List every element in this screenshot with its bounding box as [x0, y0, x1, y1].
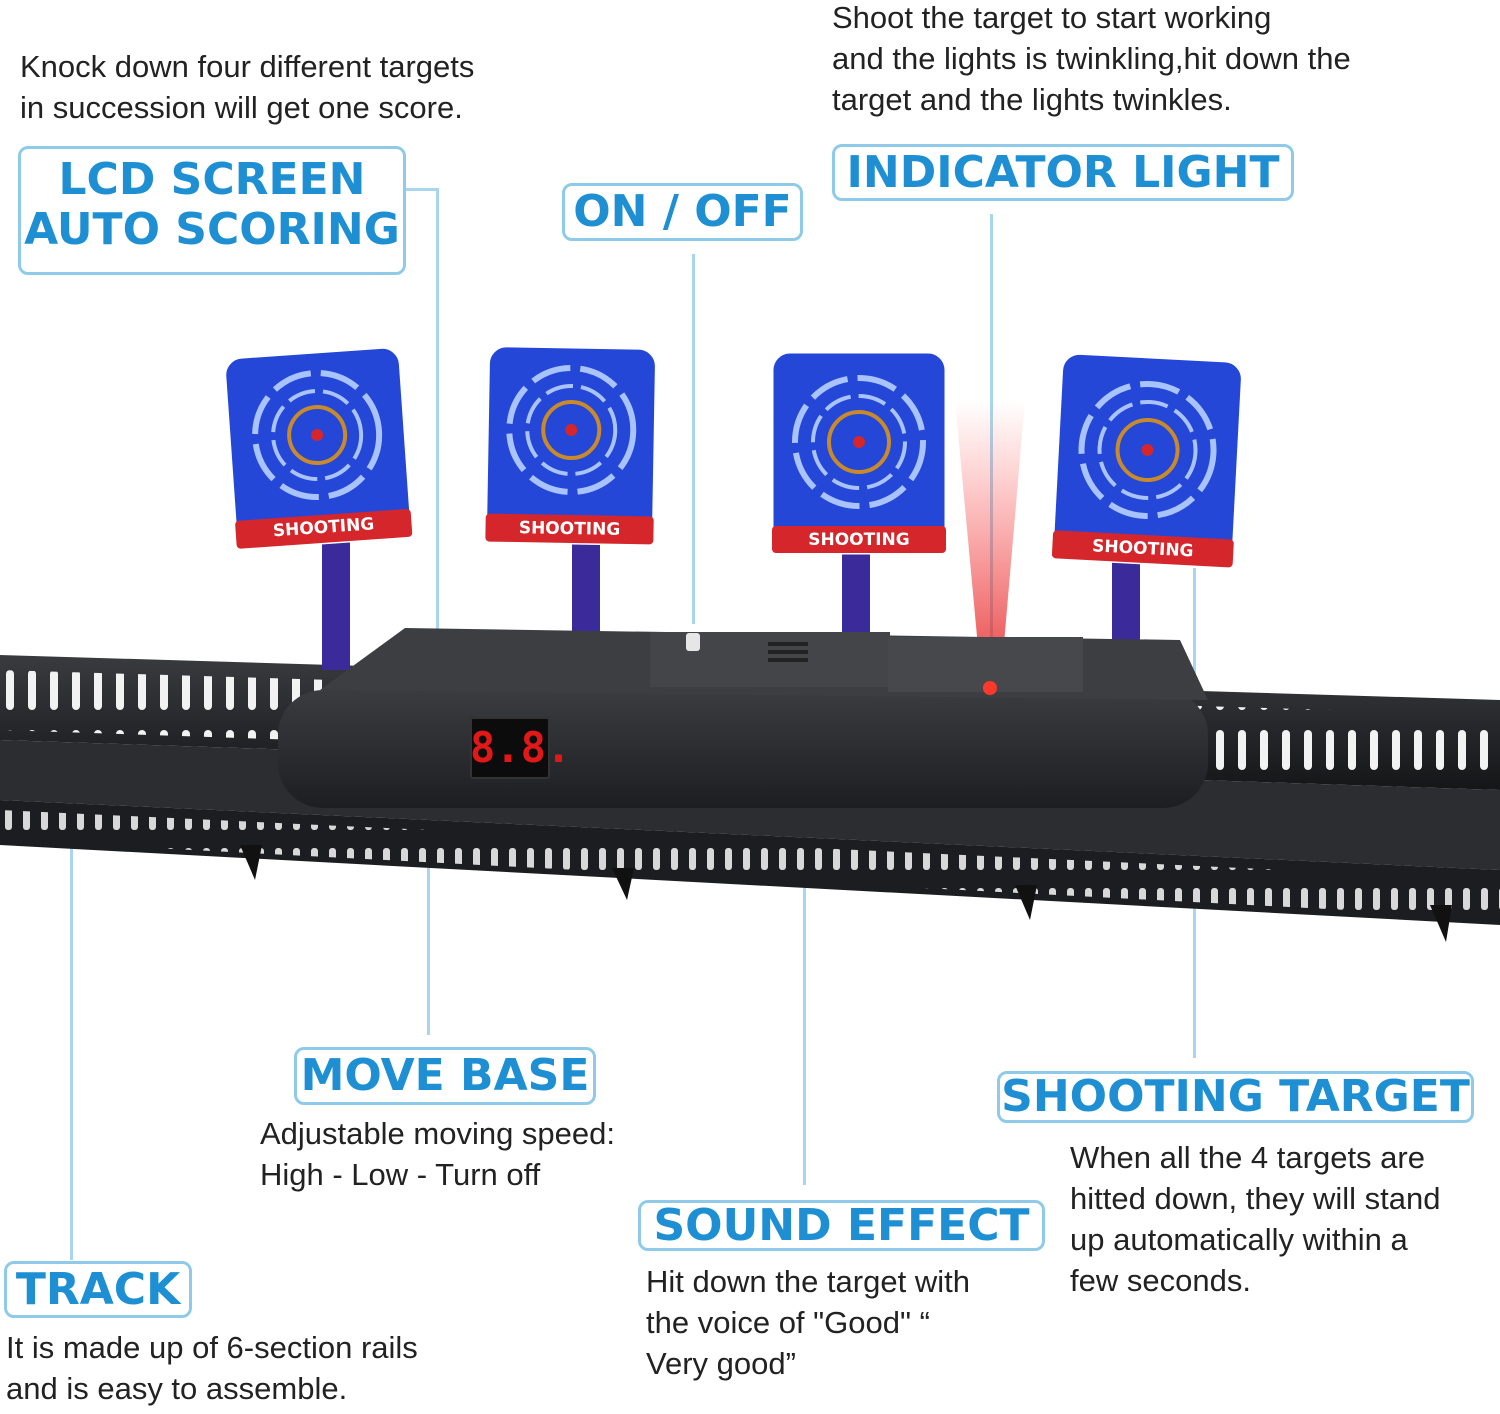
lcd-description: Knock down four different targets in suc… — [20, 49, 475, 125]
move-base-description: Adjustable moving speed: High - Low - Tu… — [260, 1116, 616, 1192]
shooting-target-3[interactable]: SHOOTING — [770, 350, 948, 555]
indicator-beam — [955, 400, 1025, 690]
move-base-body — [278, 628, 1208, 808]
target-label: SHOOTING — [518, 518, 621, 540]
sound-connector — [803, 655, 806, 1185]
shooting-target-4[interactable]: SHOOTING — [1050, 350, 1246, 569]
shooting-target-1[interactable]: SHOOTING — [221, 344, 414, 551]
shooting-target-label: SHOOTING TARGET — [997, 1071, 1474, 1123]
target-face-icon — [223, 345, 413, 550]
target-face-icon — [484, 344, 658, 546]
indicator-light-label: INDICATOR LIGHT — [832, 144, 1294, 201]
shooting-target-2[interactable]: SHOOTING — [483, 344, 658, 547]
track-label: TRACK — [4, 1261, 192, 1318]
indicator-led — [983, 681, 997, 695]
shooting-target-description: When all the 4 targets are hitted down, … — [1070, 1140, 1441, 1298]
move-base-connector — [427, 815, 430, 1035]
indicator-description: Shoot the target to start working and th… — [832, 0, 1351, 117]
lcd-screen-label: LCD SCREEN AUTO SCORING — [18, 146, 406, 275]
track-description: It is made up of 6-section rails and is … — [6, 1330, 418, 1406]
track-connector — [70, 845, 73, 1260]
lcd-connector-h — [405, 188, 437, 191]
target-face-icon — [770, 350, 948, 555]
target-face-icon — [1051, 351, 1244, 569]
lcd-score: 8.8. — [470, 723, 572, 772]
sound-effect-label: SOUND EFFECT — [638, 1200, 1045, 1251]
move-base-label: MOVE BASE — [294, 1047, 596, 1105]
lcd-connector-v — [436, 188, 439, 735]
on-off-label: ON / OFF — [562, 183, 803, 241]
sound-effect-description: Hit down the target with the voice of "G… — [646, 1264, 970, 1381]
lcd-display: 8.8. — [470, 717, 572, 779]
on-off-connector — [692, 254, 695, 624]
power-switch[interactable] — [686, 633, 700, 651]
target-label: SHOOTING — [808, 530, 910, 550]
